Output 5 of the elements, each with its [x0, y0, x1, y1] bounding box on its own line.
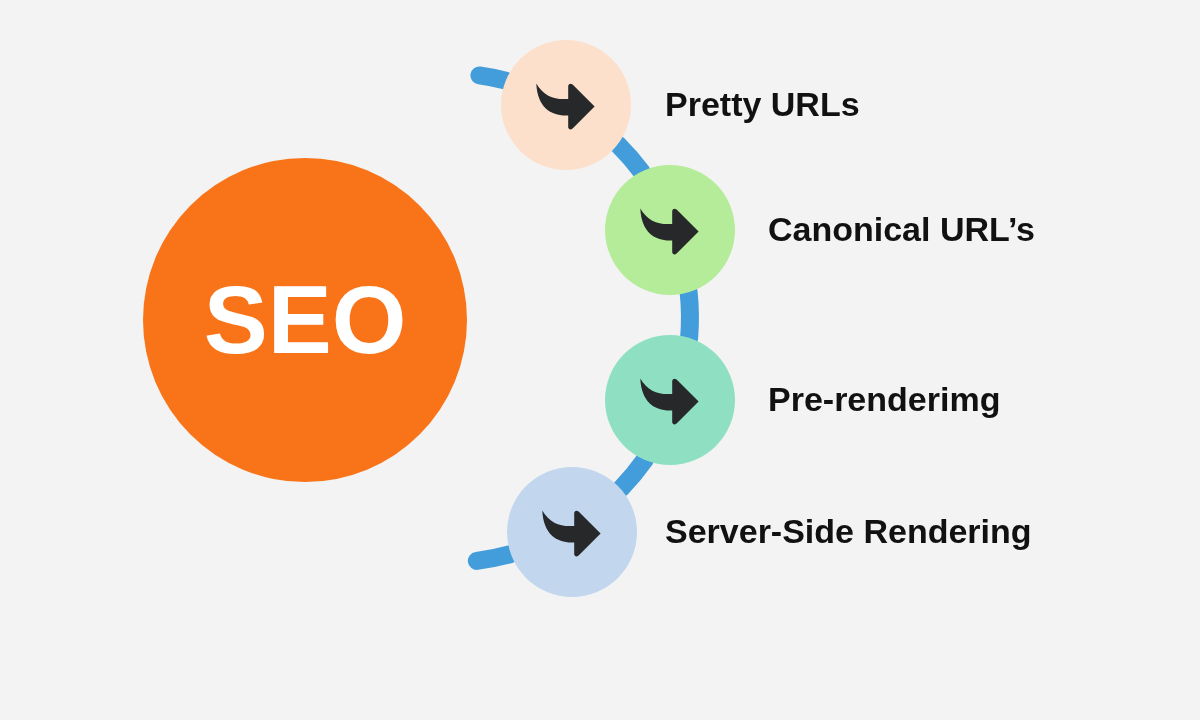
item-label: Server-Side Rendering [665, 512, 1032, 551]
item-label: Pre-renderimg [768, 380, 1001, 419]
item-label: Pretty URLs [665, 85, 860, 124]
item-label: Canonical URL’s [768, 210, 1036, 249]
node-label: SEO [203, 272, 407, 368]
